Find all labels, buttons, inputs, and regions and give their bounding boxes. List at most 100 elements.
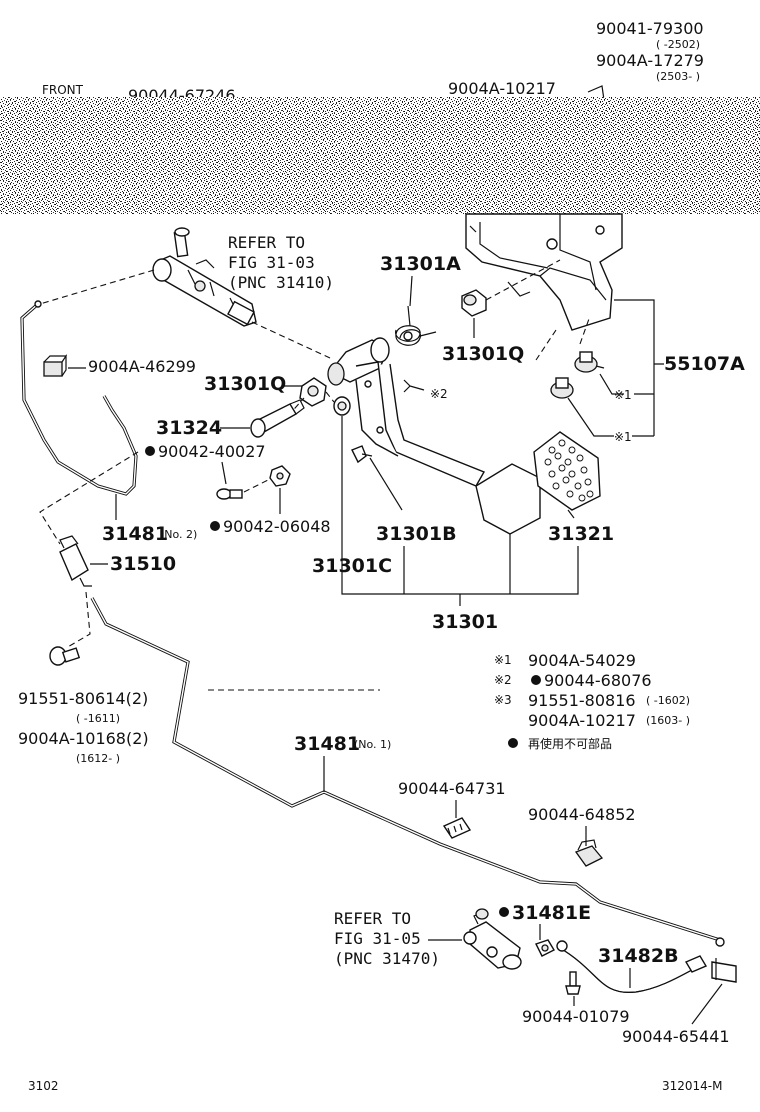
label-9004A-10217-top: 9004A-10217 <box>448 79 556 98</box>
flexible-hose-31482B <box>556 940 708 994</box>
clutch-switch-31510 <box>59 535 92 587</box>
label-31481-no1: 31481 <box>294 733 360 755</box>
legend-part-2: 90044-68076 <box>544 671 652 690</box>
footer-left-code: 3102 <box>28 1079 59 1093</box>
dash-clip-to-bracket-2 <box>579 315 591 345</box>
label-mark2-pedal: ※2 <box>430 387 448 401</box>
label-90044-01079: 90044-01079 <box>522 1007 630 1026</box>
clip-90044-65441 <box>711 958 737 983</box>
non-reusable-dot-90042-40027 <box>145 446 155 456</box>
legend-mark-3: ※3 <box>494 693 512 707</box>
dash-bush-to-bracket <box>485 259 561 301</box>
clamp-90044-64852 <box>574 839 604 867</box>
label-90044-64852: 90044-64852 <box>528 805 636 824</box>
label-31301: 31301 <box>432 611 498 633</box>
label-31301Q-left: 31301Q <box>204 373 286 395</box>
clutch-pedal-lever <box>327 337 486 487</box>
label-31510: 31510 <box>110 553 176 575</box>
clip-mark1-lower <box>550 377 574 399</box>
clip-mark1-upper <box>574 351 605 373</box>
dash-pin-to-nut <box>243 475 277 493</box>
label-refer-2-line1: REFER TO <box>334 909 411 928</box>
return-spring-31301A <box>395 305 437 346</box>
union-bolt <box>535 939 555 957</box>
assembly-bracket-31301-ticks <box>403 534 511 594</box>
label-refer-2-line3: (PNC 31470) <box>334 949 440 968</box>
leader-90044-65441 <box>691 983 723 1025</box>
clamp-90044-64731 <box>442 817 472 839</box>
label-90044-65441: 90044-65441 <box>622 1027 730 1046</box>
collar-31301C <box>333 396 351 416</box>
label-31301A: 31301A <box>380 253 461 275</box>
label-9004A-10168-range: (1612- ) <box>76 752 120 765</box>
label-31324: 31324 <box>156 417 222 439</box>
leader-mark1-lower <box>567 397 614 437</box>
dash-tube-to-switch <box>39 451 139 545</box>
pedal-pad <box>475 463 541 535</box>
label-91551-80614-range: ( -1611) <box>76 712 120 725</box>
label-9004A-46299: 9004A-46299 <box>88 357 196 376</box>
leader-90042-40027 <box>221 461 227 485</box>
label-90042-40027: 90042-40027 <box>158 442 266 461</box>
label-90042-06048: 90042-06048 <box>223 517 331 536</box>
footer-right-code: 312014-M <box>662 1079 723 1093</box>
clip-9004A-46299 <box>43 354 68 377</box>
bush-31301Q-right <box>461 289 487 317</box>
label-refer-1-line2: FIG 31-03 <box>228 253 315 272</box>
dash-bush-to-collar <box>325 391 335 403</box>
legend-non-reusable-text: 再使用不可部品 <box>528 736 612 751</box>
dash-mc-to-pedal <box>251 321 331 359</box>
label-9004A-17279: 9004A-17279 <box>596 51 704 70</box>
non-reusable-dot-31481E <box>499 907 509 917</box>
bracket-55107A <box>614 299 664 437</box>
legend-part-3b-range: (1603- ) <box>646 714 690 727</box>
release-cylinder-ref <box>463 911 522 970</box>
dash-switch-to-bolt <box>65 591 91 649</box>
label-mark1-upper: ※1 <box>614 388 632 402</box>
obscured-band-overlay <box>0 97 760 214</box>
leader-mark1-upper <box>599 373 624 395</box>
label-31482B: 31482B <box>598 945 679 967</box>
pin-90042-40027 <box>216 488 243 500</box>
label-refer-1-line3: (PNC 31410) <box>228 273 334 292</box>
label-31481-no2: 31481 <box>102 523 168 545</box>
label-9004A-17279-range: (2503- ) <box>656 70 700 83</box>
dash-mc-to-tube <box>39 269 155 305</box>
bolt-31324 <box>250 399 305 438</box>
dash-clip-to-bracket-1 <box>535 329 557 361</box>
label-90041-79300-range: ( -2502) <box>656 38 700 51</box>
legend-part-3-range: ( -1602) <box>646 694 690 707</box>
stopper-mark2 <box>403 379 425 393</box>
label-31301Q-right: 31301Q <box>442 343 524 365</box>
legend-part-1: 9004A-54029 <box>528 651 636 670</box>
leader-31301B <box>369 457 403 511</box>
legend-part-3b: 9004A-10217 <box>528 711 636 730</box>
clutch-master-cylinder-ref <box>152 227 257 327</box>
bolt-90044-01079 <box>565 971 581 995</box>
non-reusable-dot-90042-06048 <box>210 521 220 531</box>
legend-dot-2 <box>531 675 541 685</box>
leader-9004A-10217-top <box>587 85 605 101</box>
label-refer-2-line2: FIG 31-05 <box>334 929 421 948</box>
label-31481-no2-suffix: (No. 2) <box>160 528 197 541</box>
label-31481E: 31481E <box>512 902 591 924</box>
label-31301B: 31301B <box>376 523 457 545</box>
label-9004A-10168: 9004A-10168(2) <box>18 729 149 748</box>
bleeder-plug-31481E <box>475 908 489 920</box>
leader-31301A <box>409 275 413 307</box>
leader-31321 <box>567 509 575 519</box>
label-90041-79300: 90041-79300 <box>596 19 704 38</box>
pedal-pad-rubber-31321 <box>533 431 601 511</box>
label-mark1-lower: ※1 <box>614 430 632 444</box>
label-31301C: 31301C <box>312 555 392 577</box>
clutch-tube-no2 <box>20 300 138 496</box>
pedal-bracket <box>465 213 623 331</box>
label-55107A: 55107A <box>664 353 745 375</box>
label-91551-80614: 91551-80614(2) <box>18 689 148 708</box>
label-90044-64731: 90044-64731 <box>398 779 506 798</box>
legend-part-3: 91551-80816 <box>528 691 636 710</box>
nut-90042-06048 <box>269 465 291 487</box>
cushion-31301B <box>351 445 373 464</box>
